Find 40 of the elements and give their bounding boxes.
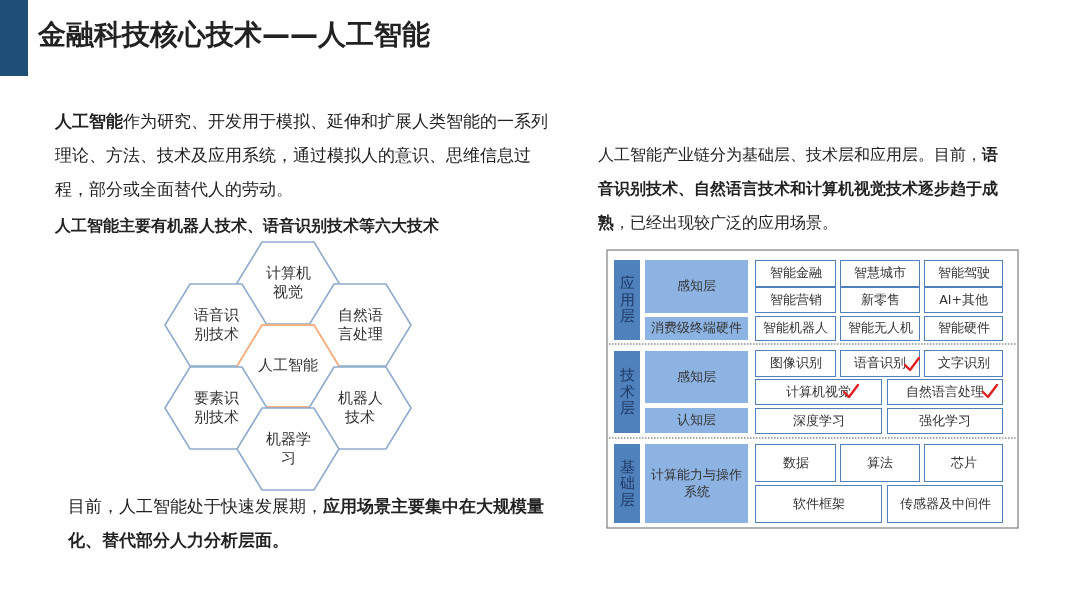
conclusion-paragraph: 目前，人工智能处于快速发展期，应用场景主要集中在大规模量化、替代部分人力分析层面。 <box>68 496 545 552</box>
technology-item: 智能无人机 <box>840 316 920 341</box>
technology-item: 数据 <box>755 444 836 482</box>
technology-item: 智能金融 <box>755 260 836 287</box>
section-heading: 人工智能主要有机器人技术、语音识别技术等六大技术 <box>55 215 440 237</box>
category-label: 认知层 <box>645 408 748 433</box>
technology-item: 智能硬件 <box>924 316 1003 341</box>
hexagon-label: 自然语言处理 <box>336 305 384 345</box>
category-label: 感知层 <box>645 351 748 403</box>
technology-item: 传感器及中间件 <box>887 485 1003 523</box>
technology-item: 智慧城市 <box>840 260 920 287</box>
hexagon-label: 要素识别技术 <box>192 388 240 428</box>
category-label: 计算能力与操作系统 <box>645 444 748 523</box>
layer-label: 技术层 <box>614 351 640 433</box>
layer-label: 基础层 <box>614 444 640 523</box>
technology-item: 自然语言处理 <box>887 379 1003 405</box>
technology-item: 图像识别 <box>755 350 836 377</box>
technology-item: 新零售 <box>840 287 920 313</box>
intro-paragraph: 人工智能作为研究、开发用于模拟、延伸和扩展人类智能的一系列理论、方法、技术及应用系统，通过模拟人的意识、思维信息过程，部分或全面替代人的劳动。 <box>55 110 549 201</box>
category-label: 感知层 <box>645 260 748 313</box>
technology-item: 智能驾驶 <box>924 260 1003 287</box>
technology-item: 软件框架 <box>755 485 882 523</box>
technology-item: 智能营销 <box>755 287 836 313</box>
hexagon-label: 机器人技术 <box>336 388 384 428</box>
hexagon-label: 语音识别技术 <box>192 305 240 345</box>
industry-paragraph: 人工智能产业链分为基础层、技术层和应用层。目前，语音识别技术、自然语言技术和计算机视觉技术逐步趋于成熟，已经出现较广泛的应用场景。 <box>598 144 999 234</box>
technology-item: 语音识别 <box>840 350 920 377</box>
technology-item: 强化学习 <box>887 408 1003 434</box>
hexagon-label: 计算机视觉 <box>264 263 312 303</box>
technology-item: AI+其他 <box>924 287 1003 313</box>
technology-item: 深度学习 <box>755 408 882 434</box>
technology-item: 文字识别 <box>924 350 1003 377</box>
category-label: 消费级终端硬件 <box>645 317 748 340</box>
technology-item: 智能机器人 <box>755 316 836 341</box>
hexagon-label: 人工智能 <box>257 356 319 376</box>
layer-label: 应用层 <box>614 260 640 340</box>
technology-item: 芯片 <box>924 444 1003 482</box>
hexagon-label: 机器学习 <box>264 429 312 469</box>
slide-title: 金融科技核心技术——人工智能 <box>38 17 430 53</box>
technology-item: 算法 <box>840 444 920 482</box>
